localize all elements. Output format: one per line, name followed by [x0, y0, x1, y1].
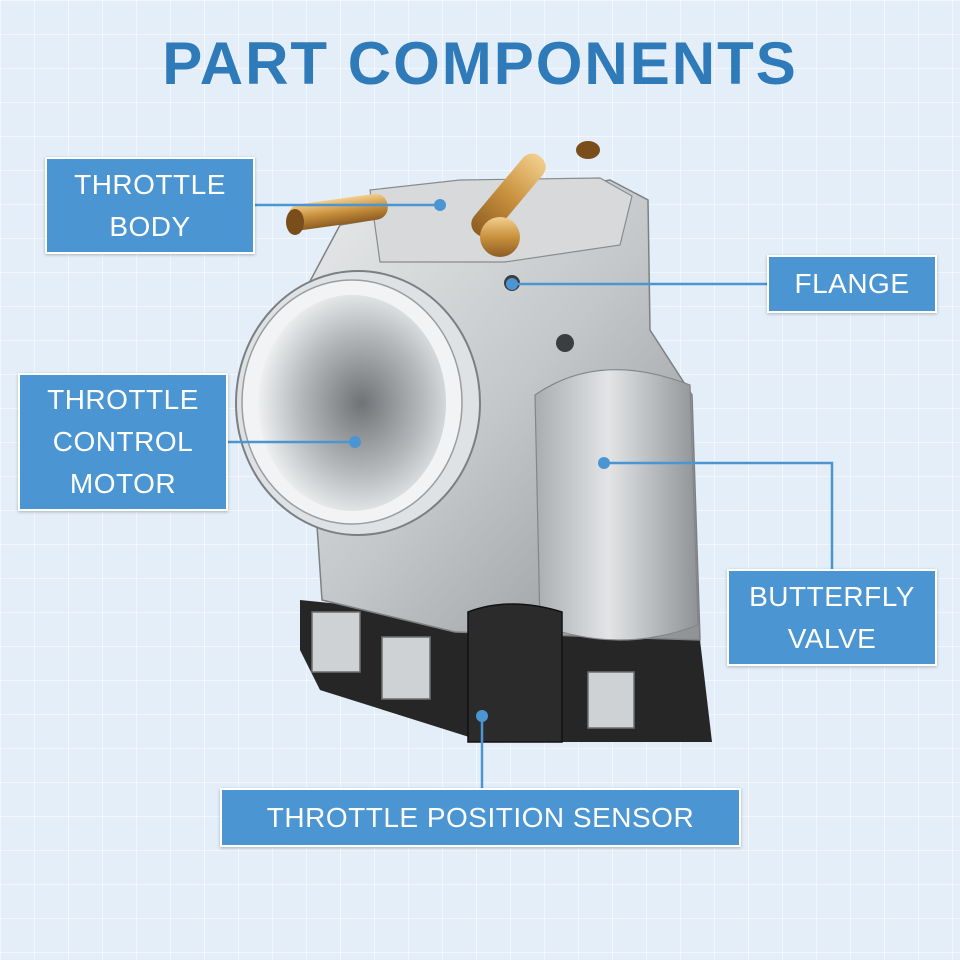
- brass-fitting: [480, 217, 520, 257]
- motor-housing: [534, 369, 699, 641]
- page-title: PART COMPONENTS: [162, 30, 798, 97]
- leader-butterfly-valve: [604, 461, 834, 569]
- label-butterfly-valve: BUTTERFLY VALVE: [727, 569, 937, 666]
- label-throttle-position-sensor-text: THROTTLE POSITION SENSOR: [266, 801, 695, 833]
- label-throttle-position-sensor: THROTTLE POSITION SENSOR: [220, 788, 741, 847]
- brass-pipe-right-end: [576, 141, 600, 159]
- sensor-connector: [467, 603, 563, 743]
- leader-dot-control-motor: [349, 436, 361, 448]
- leader-dot-throttle-body: [434, 199, 446, 211]
- bore-inner: [258, 295, 446, 511]
- brass-pipe-left-end: [286, 209, 304, 235]
- clip-2: [381, 636, 431, 700]
- brass-pipe-left: [288, 193, 388, 231]
- mount-hole: [556, 334, 574, 352]
- brass-pipe-right: [471, 153, 546, 238]
- label-butterfly-valve-text: BUTTERFLY VALVE: [749, 580, 915, 654]
- clip-3: [587, 671, 635, 729]
- clip-1: [311, 611, 361, 673]
- label-flange-text: FLANGE: [794, 268, 910, 299]
- label-throttle-body-text: THROTTLE BODY: [74, 168, 226, 242]
- leader-dot-position-sensor: [476, 710, 488, 722]
- label-throttle-control-motor: THROTTLE CONTROL MOTOR: [18, 373, 228, 511]
- label-throttle-control-motor-text: THROTTLE CONTROL MOTOR: [47, 384, 199, 499]
- label-throttle-body: THROTTLE BODY: [45, 157, 255, 254]
- leader-dot-flange: [506, 278, 518, 290]
- leader-dot-butterfly-valve: [598, 457, 610, 469]
- label-flange: FLANGE: [767, 255, 937, 313]
